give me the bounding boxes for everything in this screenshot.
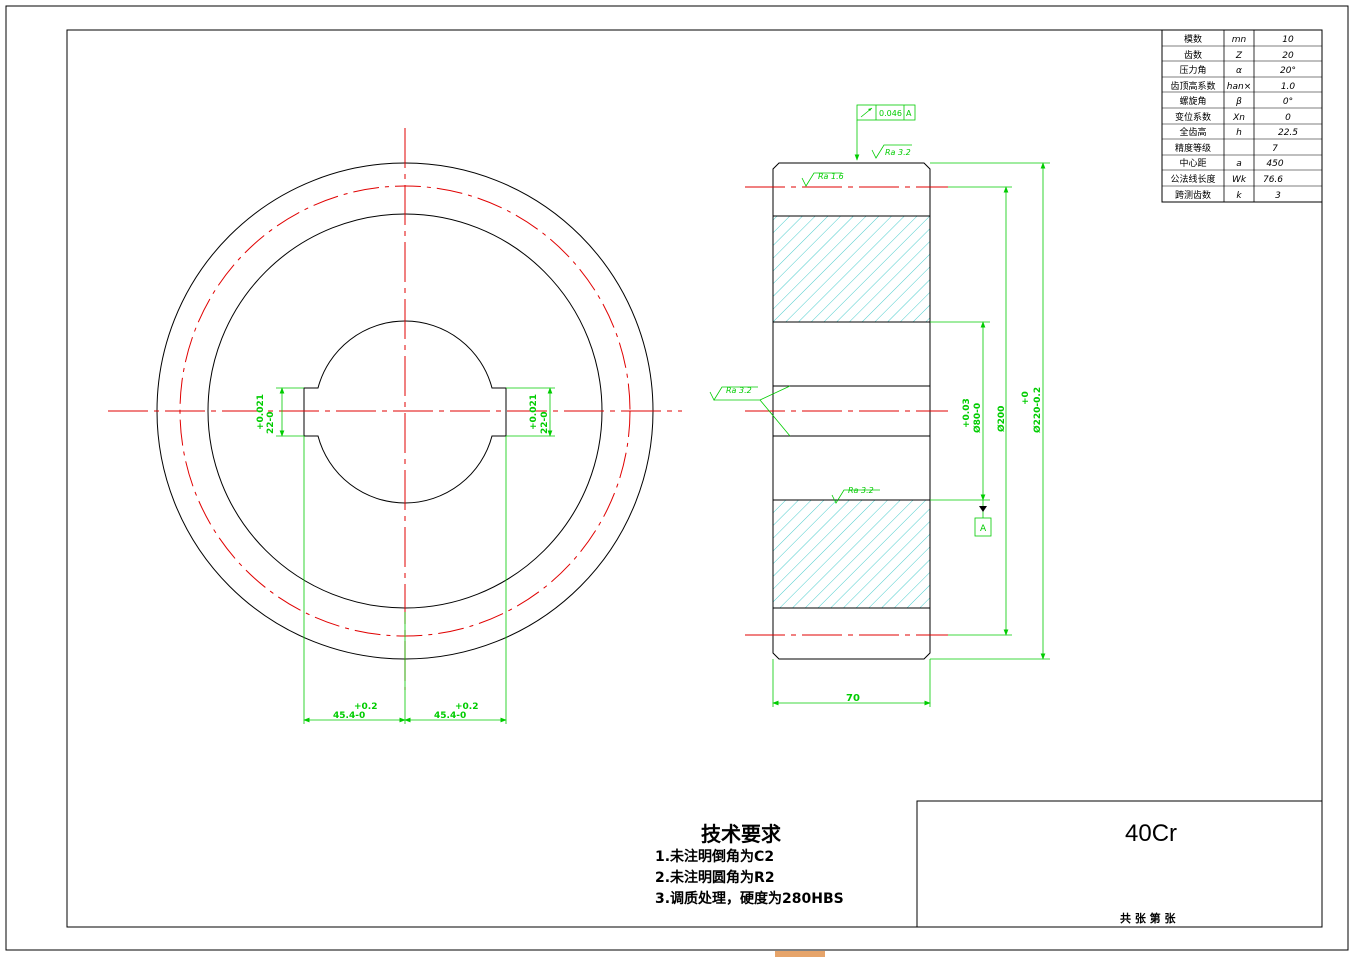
runout-datum: A: [906, 109, 912, 118]
param-name: 中心距: [1179, 157, 1206, 169]
tech-item: 3.调质处理，硬度为280HBS: [655, 891, 844, 907]
keyway-width-right-base: 22-0: [540, 411, 550, 434]
roughness-left: Ra 3.2: [726, 386, 752, 395]
params-table: 模数 mn 10 齿数 Z 20 压力角 α 20° 齿顶高系数 han× 1.…: [1161, 29, 1323, 203]
param-symbol: Wk: [1232, 175, 1247, 185]
gear-section-outline: [772, 162, 931, 660]
param-name: 齿数: [1184, 49, 1202, 61]
keyway-depth-right-base: 45.4-0: [434, 711, 466, 721]
inner-frame: [66, 29, 1323, 928]
param-value: 1.0: [1281, 82, 1296, 92]
roughness-bore: Ra 3.2: [848, 486, 874, 495]
param-value: 20: [1282, 51, 1294, 61]
title-block: [916, 800, 1323, 928]
param-value: 76.6: [1263, 175, 1283, 185]
technical-requirements: 技术要求 1.未注明倒角为C2 2.未注明圆角为R2 3.调质处理，硬度为280…: [655, 818, 915, 910]
bottom-edge-mark: [775, 951, 825, 957]
param-symbol: Z: [1235, 51, 1243, 61]
runout-tolerance: 0.046: [879, 109, 902, 118]
keyway-depth-right-tol: +0.2: [455, 702, 478, 712]
param-value: 0°: [1283, 97, 1293, 107]
param-name: 公法线长度: [1170, 173, 1215, 185]
keyway-width-right-tol: +0.021: [529, 394, 539, 430]
param-symbol: h: [1236, 128, 1242, 138]
front-view: +0.021 22-0 +0.021 22-0 +0.2 45.4-0 +0.2…: [108, 128, 682, 724]
param-value: 20°: [1280, 66, 1296, 76]
param-symbol: α: [1236, 66, 1242, 76]
keyway-depth-left-base: 45.4-0: [333, 711, 365, 721]
param-name: 齿顶高系数: [1170, 80, 1215, 92]
roughness-rim: Ra 1.6: [818, 172, 844, 181]
tip-dim-tol: +0: [1021, 391, 1031, 405]
bore-dim-base: Ø80-0: [972, 403, 983, 433]
side-view: 0.046 A A Ra 3.2 Ra 1.6 Ra 3.2 Ra 3.2 70…: [709, 104, 1050, 707]
bore-dim-tol: +0.03: [962, 398, 972, 428]
sheet-info: 共 张 第 张: [1120, 912, 1176, 925]
param-name: 精度等级: [1175, 142, 1211, 154]
param-value: 10: [1282, 35, 1294, 45]
hatched-section-bottom: [773, 500, 930, 608]
keyway-width-left-base: 22-0: [266, 411, 276, 434]
roughness-top: Ra 3.2: [885, 148, 911, 157]
hatched-section-top: [773, 216, 930, 322]
param-symbol: han×: [1227, 82, 1251, 92]
outer-frame: [5, 5, 1349, 951]
keyway-depth-left-tol: +0.2: [354, 702, 377, 712]
param-name: 全齿高: [1179, 126, 1206, 138]
param-name: 模数: [1184, 33, 1202, 45]
dim-200: Ø200: [996, 406, 1007, 432]
param-value: 7: [1272, 144, 1278, 154]
param-symbol: a: [1236, 159, 1242, 169]
tech-title: 技术要求: [701, 822, 781, 846]
param-value: 3: [1275, 191, 1281, 201]
param-symbol: mn: [1232, 35, 1247, 45]
side-dimensions: [709, 104, 1050, 707]
param-symbol: k: [1236, 191, 1242, 201]
keyway-dimensions: [276, 387, 555, 724]
bore-with-keyways: [303, 320, 507, 504]
param-name: 跨测齿数: [1175, 189, 1211, 201]
param-value: 22.5: [1278, 128, 1298, 138]
param-symbol: β: [1235, 97, 1242, 107]
datum-flag-label: A: [980, 524, 987, 534]
width-dimension: 70: [846, 693, 860, 704]
param-name: 螺旋角: [1179, 95, 1206, 107]
param-name: 压力角: [1179, 64, 1206, 76]
param-value: 0: [1285, 113, 1291, 123]
tech-item: 1.未注明倒角为C2: [655, 849, 775, 865]
tip-dim-base: Ø220-0.2: [1032, 387, 1043, 433]
param-value: 450: [1266, 159, 1283, 169]
tech-item: 2.未注明圆角为R2: [655, 870, 775, 886]
param-symbol: Xn: [1232, 113, 1245, 123]
param-name: 变位系数: [1175, 111, 1211, 123]
keyway-width-left-tol: +0.021: [256, 394, 266, 430]
material-label: 40Cr: [1125, 820, 1178, 847]
